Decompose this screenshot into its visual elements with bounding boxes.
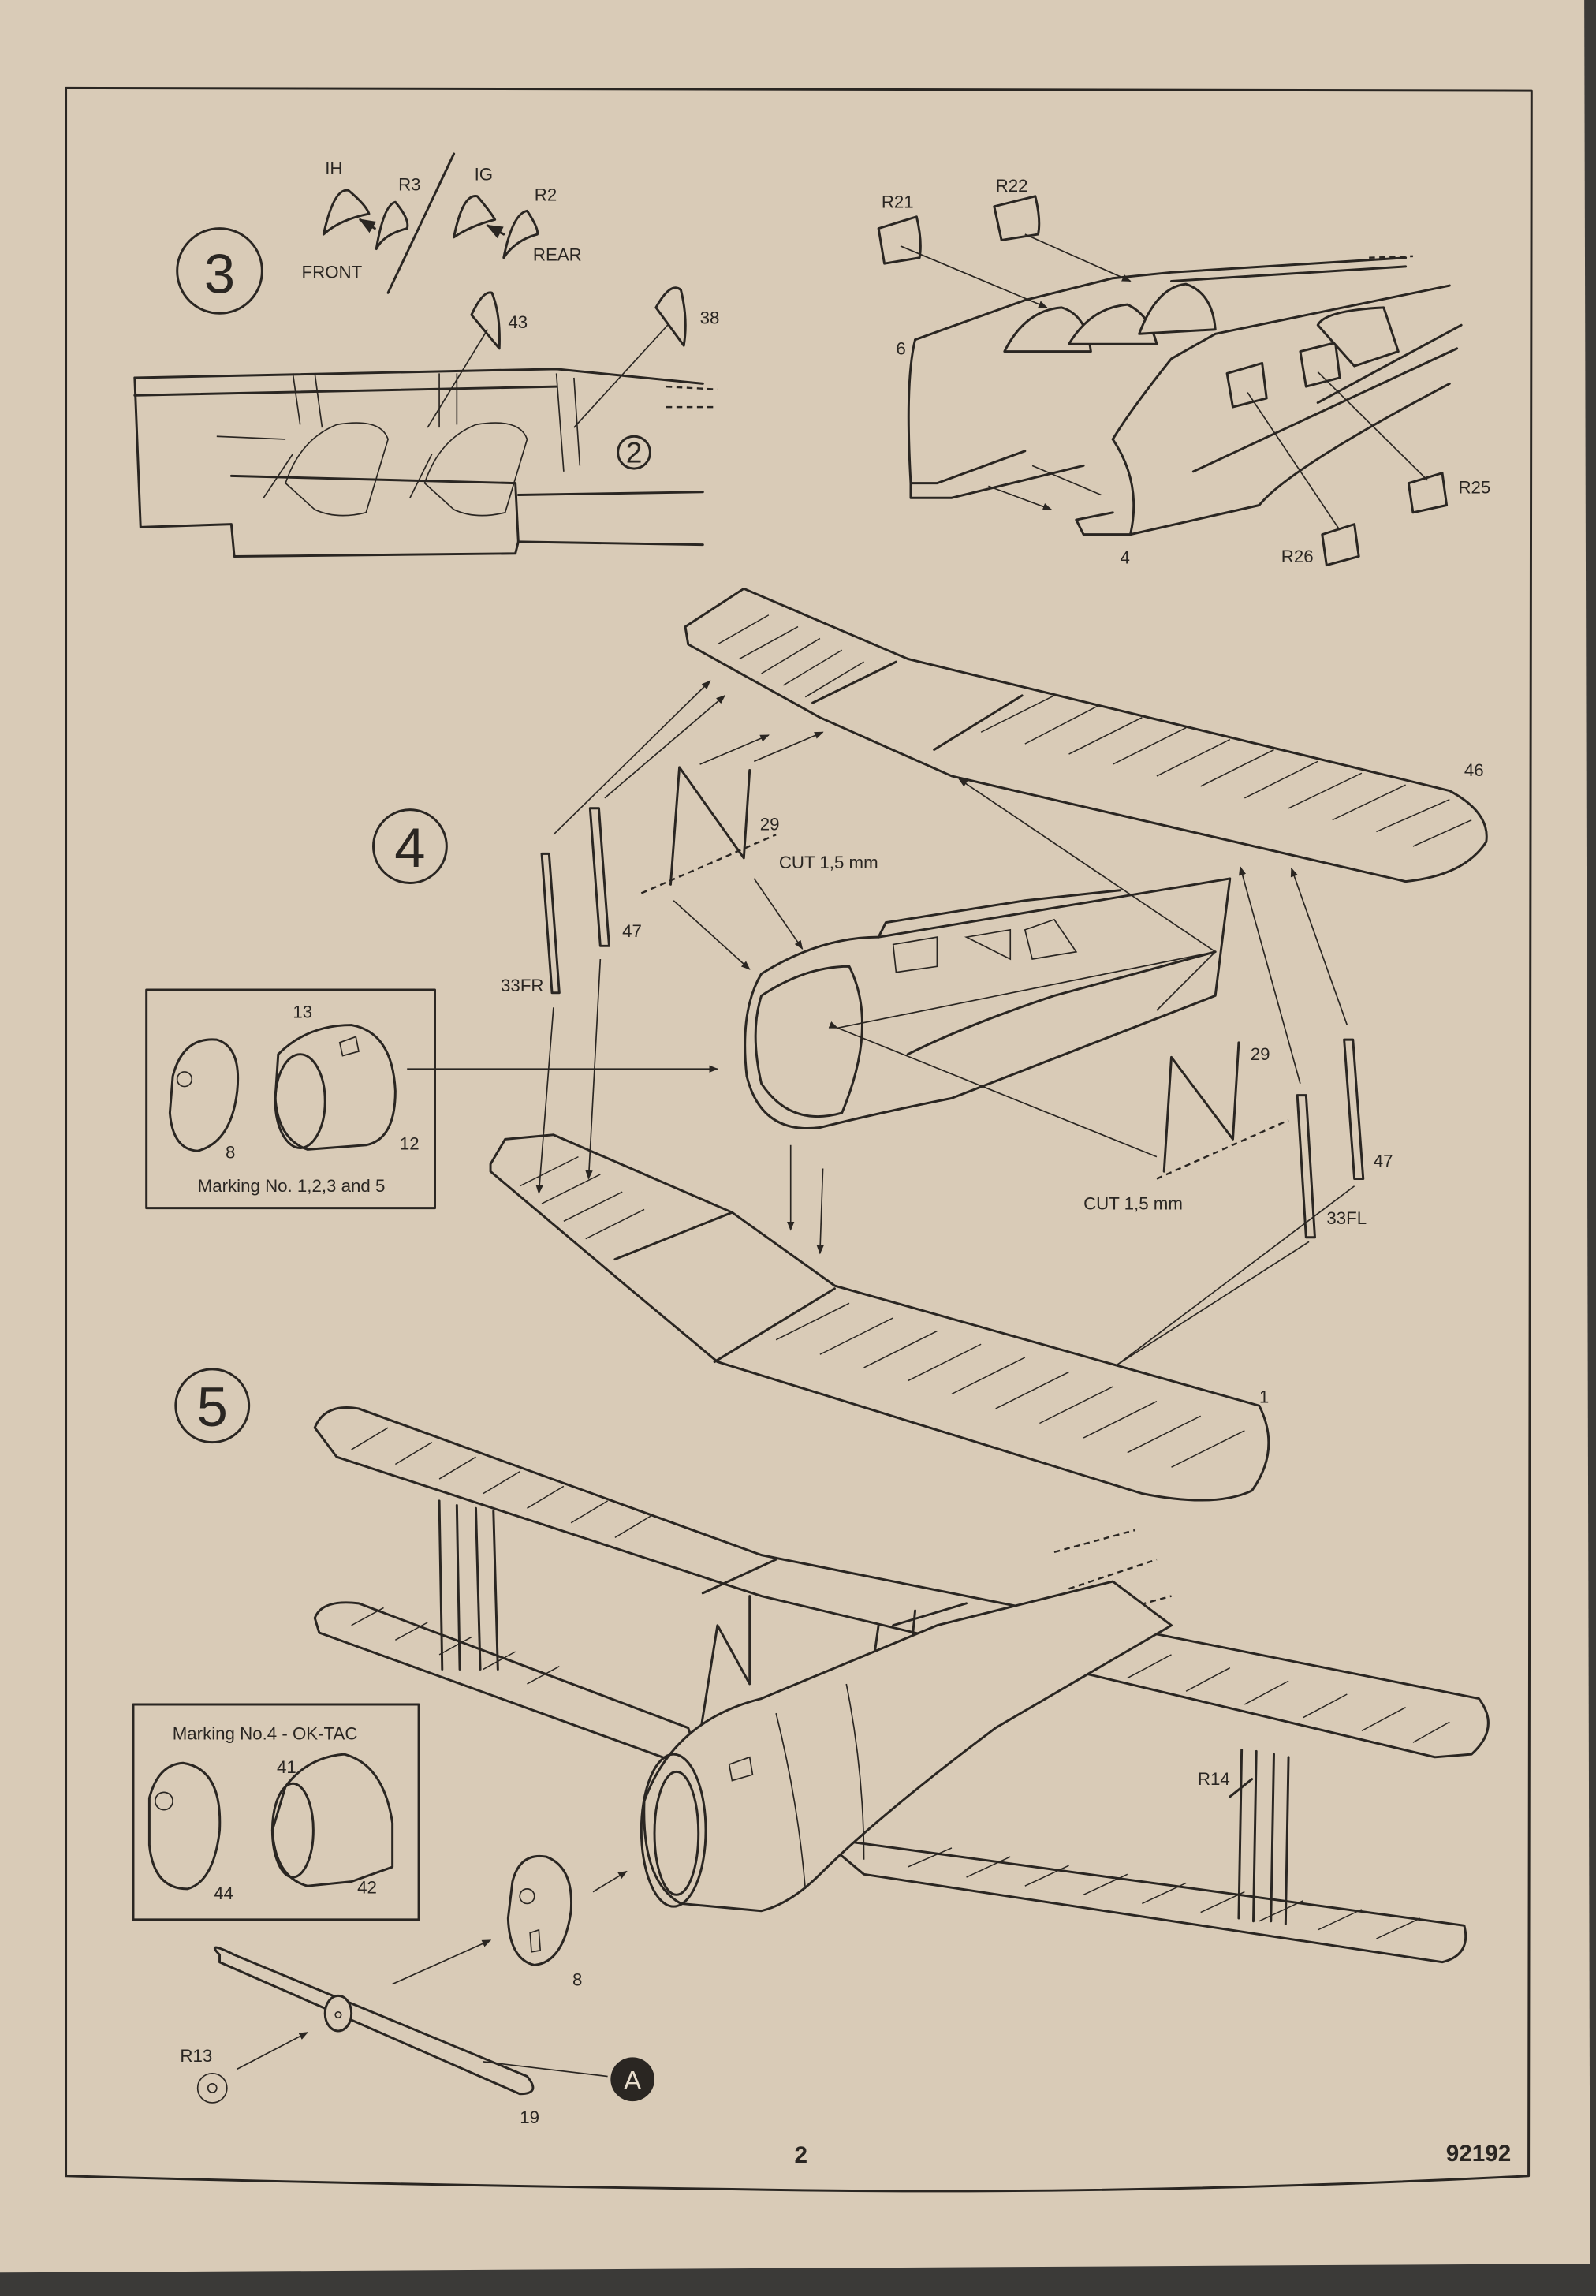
part-label-r3: R3 bbox=[398, 174, 420, 194]
part-label-r26: R26 bbox=[1281, 547, 1314, 566]
part-label-42: 42 bbox=[357, 1877, 377, 1897]
part-label-41: 41 bbox=[277, 1757, 296, 1777]
step-3: 3 IH R3 IG R2 FRONT REAR 43 38 bbox=[133, 152, 1490, 568]
part-label-r25: R25 bbox=[1458, 478, 1490, 498]
part-label-43: 43 bbox=[508, 312, 528, 332]
paint-ref-label: A bbox=[624, 2066, 642, 2096]
page-frame bbox=[65, 86, 1533, 2193]
part-label-r2: R2 bbox=[535, 185, 557, 204]
part-label-4: 4 bbox=[1121, 548, 1130, 568]
part-label-ih: IH bbox=[325, 159, 342, 178]
step-number-circle bbox=[176, 227, 263, 315]
part-label-r13: R13 bbox=[180, 2046, 212, 2066]
paint-ref-badge bbox=[610, 2057, 655, 2102]
part-label-r14: R14 bbox=[1198, 1769, 1230, 1789]
part-label-46: 46 bbox=[1464, 760, 1484, 780]
part-label-8: 8 bbox=[572, 1969, 582, 1989]
part-label-6: 6 bbox=[896, 338, 905, 358]
part-label-8: 8 bbox=[226, 1142, 235, 1162]
part-label-38: 38 bbox=[700, 308, 720, 327]
step-5: 5 R14 8 bbox=[132, 1368, 1490, 2127]
part-label-29b: 29 bbox=[1251, 1044, 1270, 1064]
label-rear: REAR bbox=[533, 245, 582, 264]
label-front: FRONT bbox=[302, 263, 363, 282]
part-label-33fr: 33FR bbox=[501, 976, 543, 995]
part-label-1: 1 bbox=[1259, 1387, 1269, 1407]
step-number: 3 bbox=[204, 242, 235, 304]
fuselage bbox=[744, 877, 1232, 1129]
upper-wing-46 bbox=[684, 587, 1488, 883]
part-label-13: 13 bbox=[293, 1002, 312, 1021]
part-label-33fl: 33FL bbox=[1326, 1208, 1367, 1228]
marking-box-caption: Marking No. 1,2,3 and 5 bbox=[198, 1176, 386, 1196]
cut-note-b: CUT 1,5 mm bbox=[1083, 1193, 1183, 1213]
part-label-44: 44 bbox=[214, 1883, 233, 1903]
part-label-12: 12 bbox=[400, 1133, 420, 1153]
step-number: 4 bbox=[394, 816, 425, 879]
marking-box-1235: 13 8 12 Marking No. 1,2,3 and 5 bbox=[145, 988, 719, 1210]
part-label-47a: 47 bbox=[622, 921, 642, 941]
kit-number: 92192 bbox=[1446, 2141, 1512, 2167]
marking-box-4: Marking No.4 - OK-TAC 41 44 42 bbox=[132, 1703, 420, 1921]
part-label-r22: R22 bbox=[996, 176, 1028, 196]
part-label-29a: 29 bbox=[760, 815, 780, 834]
part-label-19: 19 bbox=[520, 2107, 539, 2127]
step-4: 4 46 29 CUT 1,5 mm 47 33FR bbox=[145, 587, 1488, 1502]
step-ref-2: 2 bbox=[626, 436, 643, 469]
lower-wing-1 bbox=[489, 1133, 1270, 1502]
cut-note-a: CUT 1,5 mm bbox=[779, 853, 878, 872]
part-label-47b: 47 bbox=[1374, 1152, 1393, 1171]
step-number: 5 bbox=[197, 1376, 228, 1438]
page-number: 2 bbox=[794, 2142, 807, 2168]
part-label-r21: R21 bbox=[882, 192, 914, 212]
part-label-ig: IG bbox=[475, 164, 494, 184]
marking-box-caption: Marking No.4 - OK-TAC bbox=[173, 1724, 358, 1744]
